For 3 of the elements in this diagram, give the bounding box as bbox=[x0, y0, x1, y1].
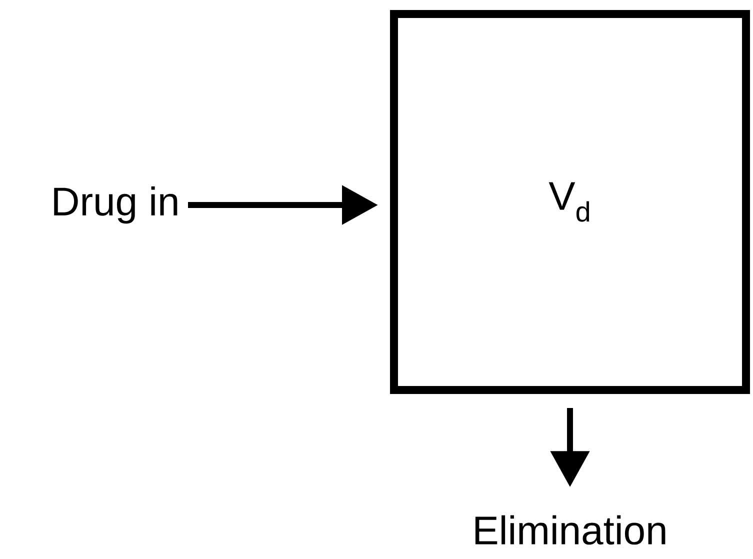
node-label: Elimination bbox=[475, 515, 666, 545]
compartment-box: V$_{d}$ bbox=[390, 10, 750, 394]
node-label: Drug in bbox=[54, 186, 178, 224]
